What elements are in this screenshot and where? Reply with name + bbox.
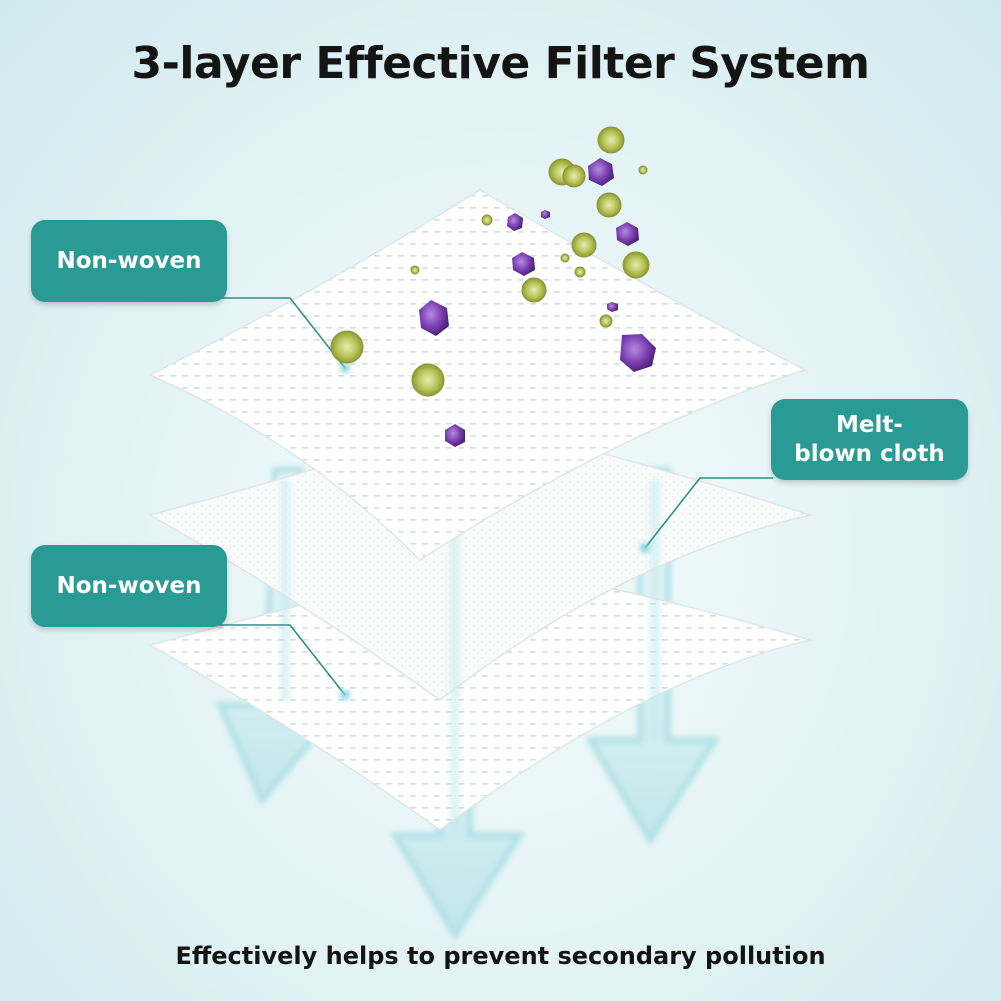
virus-particle-icon bbox=[419, 158, 656, 447]
pollen-particle-icon bbox=[330, 126, 650, 397]
top-nonwoven-layer bbox=[148, 189, 807, 561]
leader-dot bbox=[340, 363, 350, 373]
page-title: 3-layer Effective Filter System bbox=[131, 38, 870, 89]
leader-dot bbox=[340, 690, 350, 700]
label-top-nonwoven: Non-woven bbox=[31, 220, 227, 302]
leader-dot bbox=[640, 543, 650, 553]
label-bottom-nonwoven: Non-woven bbox=[31, 545, 227, 627]
footer-caption: Effectively helps to prevent secondary p… bbox=[175, 942, 826, 970]
label-meltblown-cloth: Melt- blown cloth bbox=[771, 399, 968, 480]
